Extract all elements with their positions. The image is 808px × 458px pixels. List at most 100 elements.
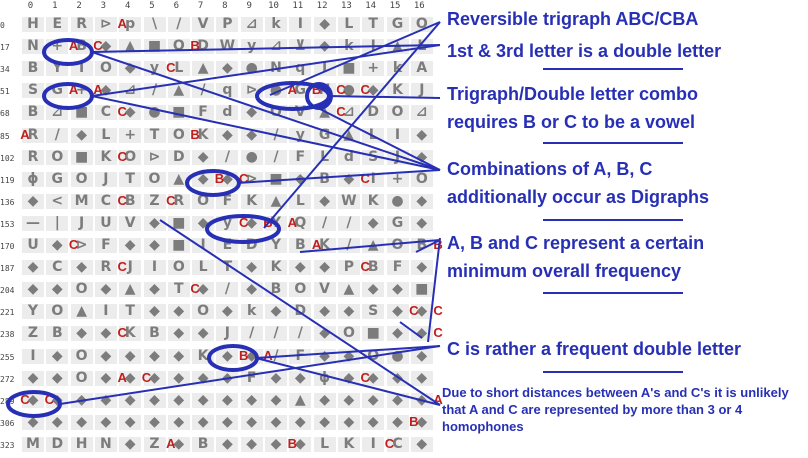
row-number: 204 xyxy=(0,286,15,296)
cipher-symbol: ◆ xyxy=(386,282,409,298)
cipher-symbol: O xyxy=(289,282,312,298)
divider-line xyxy=(543,142,683,144)
annotation-reversible-trigraph: Reversible trigraph ABC/CBA xyxy=(447,9,699,29)
cipher-symbol: ◆ xyxy=(143,414,166,430)
cipher-symbol: y xyxy=(289,127,312,143)
row-number: 221 xyxy=(0,308,15,318)
cipher-symbol: L xyxy=(192,260,215,276)
cipher-symbol: S xyxy=(362,149,385,165)
cipher-symbol: Y xyxy=(265,238,287,253)
cipher-symbol: B xyxy=(265,282,287,298)
cipher-symbol: ◆ xyxy=(410,326,433,342)
cipher-symbol: F xyxy=(94,238,117,253)
cipher-symbol: ◆ xyxy=(313,392,336,408)
row-number: 17 xyxy=(0,43,10,53)
column-number: 3 xyxy=(100,1,107,11)
cipher-symbol: O xyxy=(143,171,166,187)
letter-mark: A xyxy=(68,38,79,54)
cipher-symbol: d xyxy=(337,149,360,165)
cipher-symbol: F xyxy=(289,149,312,165)
annotation-frequency-line1: A, B and C represent a certain xyxy=(447,233,705,253)
row-number: 34 xyxy=(0,65,10,75)
cipher-symbol: / xyxy=(313,215,336,231)
cipher-symbol: ◆ xyxy=(192,370,215,386)
letter-mark: B xyxy=(311,82,322,98)
cipher-symbol: O xyxy=(410,171,433,187)
letter-mark: A xyxy=(68,82,79,98)
cipher-symbol: Z xyxy=(143,193,166,209)
cipher-symbol: ◆ xyxy=(240,260,263,276)
cipher-symbol: ◆ xyxy=(167,392,190,408)
cipher-symbol: O xyxy=(337,326,360,342)
letter-mark: B xyxy=(190,38,200,54)
letter-mark: B xyxy=(263,214,273,230)
cipher-symbol: ◆ xyxy=(313,304,336,320)
cipher-symbol: ◆ xyxy=(289,370,312,386)
cipher-symbol: F xyxy=(216,193,239,209)
letter-mark: C xyxy=(44,391,54,407)
cipher-symbol: ■ xyxy=(410,282,433,298)
letter-mark: C xyxy=(117,259,127,275)
column-number: 8 xyxy=(222,1,228,11)
cipher-symbol: I xyxy=(192,238,215,253)
cipher-symbol: O xyxy=(410,17,433,32)
cipher-symbol: ■ xyxy=(70,105,93,121)
cipher-symbol: ◆ xyxy=(386,392,409,408)
letter-mark: C xyxy=(68,237,79,252)
cipher-symbol: / xyxy=(240,326,263,342)
letter-mark: C xyxy=(20,391,30,407)
cipher-symbol: ◆ xyxy=(337,392,360,408)
divider-line xyxy=(543,219,683,221)
letter-mark: B xyxy=(287,435,297,451)
letter-mark: A xyxy=(93,82,103,98)
cipher-symbol: I xyxy=(289,17,312,32)
cipher-symbol: ⊳ xyxy=(70,238,93,253)
letter-mark: A xyxy=(287,214,297,230)
cipher-symbol: D xyxy=(240,238,263,253)
cipher-symbol: ◆ xyxy=(289,260,312,276)
cipher-symbol: ◆ xyxy=(240,392,263,408)
cipher-symbol: A xyxy=(410,61,433,77)
cipher-symbol: ◆ xyxy=(410,436,433,452)
cipher-symbol: B xyxy=(313,171,336,187)
cipher-symbol: ◆ xyxy=(362,215,385,231)
divider-line xyxy=(543,371,683,373)
cipher-symbol: ◆ xyxy=(22,414,44,430)
cipher-symbol: ◆ xyxy=(313,193,336,209)
cipher-symbol: O xyxy=(70,370,93,386)
cipher-symbol: ▲ xyxy=(362,238,385,253)
cipher-symbol: ◆ xyxy=(167,370,190,386)
letter-mark: A xyxy=(287,82,297,98)
cipher-symbol: J xyxy=(70,215,93,231)
cipher-symbol: ◆ xyxy=(192,414,215,430)
cipher-symbol: ▲ xyxy=(167,83,190,99)
cipher-symbol: K xyxy=(240,193,263,209)
cipher-symbol: ◆ xyxy=(337,370,360,386)
cipher-symbol: y xyxy=(216,215,239,231)
cipher-symbol: ◆ xyxy=(70,414,93,430)
cipher-symbol: K xyxy=(119,326,142,342)
cipher-symbol: \ xyxy=(143,17,166,32)
cipher-symbol: ● xyxy=(386,193,409,209)
cipher-symbol: ◆ xyxy=(70,392,93,408)
cipher-symbol: R xyxy=(22,149,44,165)
cipher-symbol: ◆ xyxy=(216,436,239,452)
row-number: 68 xyxy=(0,109,10,119)
row-number: 136 xyxy=(0,197,15,207)
cipher-symbol: ◆ xyxy=(289,414,312,430)
cipher-symbol: ◆ xyxy=(119,392,142,408)
cipher-symbol: ◆ xyxy=(192,326,215,342)
cipher-symbol: ◆ xyxy=(216,61,239,77)
cipher-symbol: ◆ xyxy=(410,193,433,209)
cipher-symbol: J xyxy=(119,260,142,276)
cipher-symbol: ◆ xyxy=(22,282,44,298)
letter-mark: C xyxy=(336,82,346,98)
cipher-symbol: ▲ xyxy=(337,282,360,298)
cipher-symbol: ◆ xyxy=(216,370,239,386)
letter-mark: C xyxy=(117,192,127,208)
letter-mark: A xyxy=(117,369,127,385)
cipher-symbol: / xyxy=(337,215,360,231)
cipher-symbol: F xyxy=(289,348,312,364)
cipher-symbol: N xyxy=(94,436,117,452)
cipher-symbol: ⊻ xyxy=(289,39,312,55)
